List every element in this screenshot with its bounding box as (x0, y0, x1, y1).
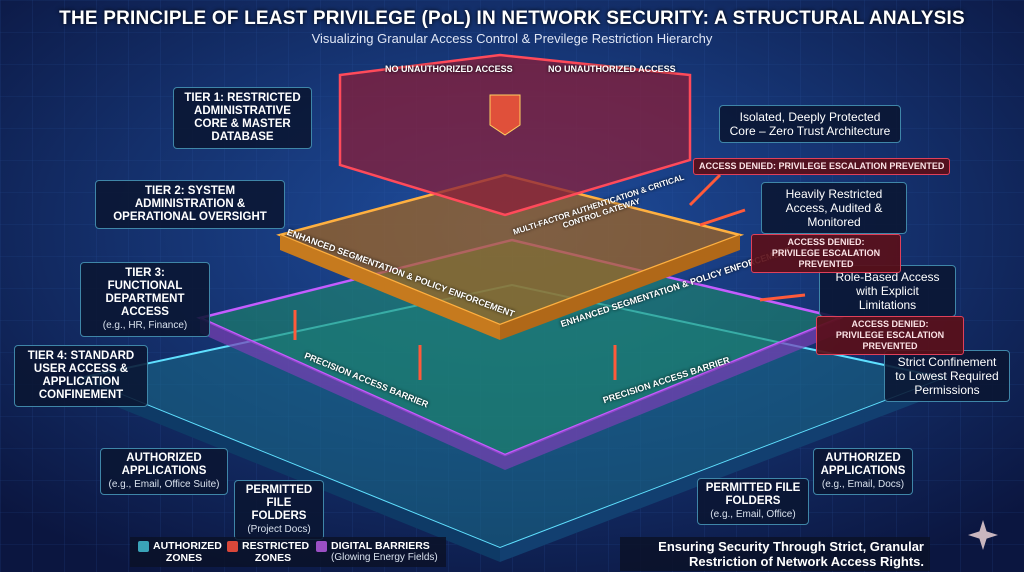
access-denied-badge-3: ACCESS DENIED:PRIVILEGE ESCALATION PREVE… (816, 316, 964, 355)
legend-authorized: AUTHORIZED ZONES (138, 540, 222, 564)
access-denied-detail: PRIVILEGE ESCALATION PREVENTED (835, 330, 945, 351)
callout-sub: (e.g., Email, Office) (710, 509, 796, 520)
escalation-arrows (293, 173, 806, 380)
legend-restricted: RESTRICTED ZONES (227, 540, 310, 564)
legend-label: DIGITAL BARRIERS (331, 540, 430, 552)
tier1-core (338, 53, 692, 217)
tier3-label-sub: (e.g., HR, Finance) (102, 320, 188, 331)
callout-title: PERMITTED FILE FOLDERS (245, 484, 313, 522)
tier1-label: TIER 1: RESTRICTED ADMINISTRATIVE CORE &… (173, 87, 312, 149)
callout-title: PERMITTED FILE FOLDERS (705, 482, 801, 507)
access-denied-detail: PRIVILEGE ESCALATION PREVENTED (771, 248, 881, 269)
callout-sub: (e.g., Email, Docs) (821, 479, 905, 490)
tier4-side-right (500, 378, 945, 562)
tier4-side (80, 378, 500, 562)
legend-sub: (Glowing Energy Fields) (331, 552, 438, 563)
legend-swatch (316, 541, 327, 552)
access-denied-badge-1: ACCESS DENIED: PRIVILEGE ESCALATION PREV… (693, 158, 951, 175)
tier4-note: Strict Confinement to Lowest Required Pe… (884, 350, 1010, 402)
footer-tagline: Ensuring Security Through Strict, Granul… (620, 537, 930, 571)
access-denied-title: ACCESS DENIED: (787, 237, 865, 247)
tier1-crown-shield (489, 94, 521, 136)
callout-sub: (e.g., Email, Office Suite) (108, 479, 220, 490)
tier3-label: TIER 3: FUNCTIONAL DEPARTMENT ACCESS (e.g… (80, 262, 210, 337)
authorized-apps-right: AUTHORIZED APPLICATIONS (e.g., Email, Doc… (813, 448, 913, 495)
authorized-apps-left: AUTHORIZED APPLICATIONS (e.g., Email, Off… (100, 448, 228, 495)
tier3-note: Role-Based Access with Explicit Limitati… (819, 265, 956, 317)
access-denied-title: ACCESS DENIED: (851, 319, 929, 329)
file-folders-right: PERMITTED FILE FOLDERS (e.g., Email, Offi… (697, 478, 809, 525)
legend-swatch (227, 541, 238, 552)
file-folders-left: PERMITTED FILE FOLDERS (Project Docs) (234, 480, 324, 540)
no-access-label-left: NO UNAUTHORIZED ACCESS (385, 64, 513, 74)
legend-label: RESTRICTED ZONES (242, 540, 310, 564)
legend-barriers: DIGITAL BARRIERS(Glowing Energy Fields) (316, 540, 438, 564)
tier3-barrier-left (200, 318, 505, 470)
tier4-label: TIER 4: STANDARD USER ACCESS & APPLICATI… (14, 345, 148, 407)
tier3-barrier-right (505, 318, 840, 470)
legend: AUTHORIZED ZONES RESTRICTED ZONES DIGITA… (130, 537, 446, 567)
callout-title: AUTHORIZED APPLICATIONS (121, 452, 207, 477)
no-access-label-right: NO UNAUTHORIZED ACCESS (548, 64, 676, 74)
access-denied-badge-2: ACCESS DENIED:PRIVILEGE ESCALATION PREVE… (751, 234, 901, 273)
tier2-note: Heavily Restricted Access, Audited & Mon… (761, 182, 907, 234)
tier2-side-right (500, 235, 740, 340)
legend-label: AUTHORIZED ZONES (153, 540, 222, 564)
tier2-label: TIER 2: SYSTEM ADMINISTRATION & OPERATIO… (95, 180, 285, 229)
tier3-label-title: TIER 3: FUNCTIONAL DEPARTMENT ACCESS (105, 267, 185, 318)
page-subtitle: Visualizing Granular Access Control & Pr… (311, 31, 713, 46)
page-title: THE PRINCIPLE OF LEAST PRIVILEGE (PoL) I… (59, 8, 965, 29)
callout-title: AUTHORIZED APPLICATIONS (820, 452, 906, 477)
tier2-side-left (280, 235, 500, 340)
legend-swatch (138, 541, 149, 552)
tier1-note: Isolated, Deeply Protected Core – Zero T… (719, 105, 901, 143)
callout-sub: (Project Docs) (247, 524, 311, 535)
